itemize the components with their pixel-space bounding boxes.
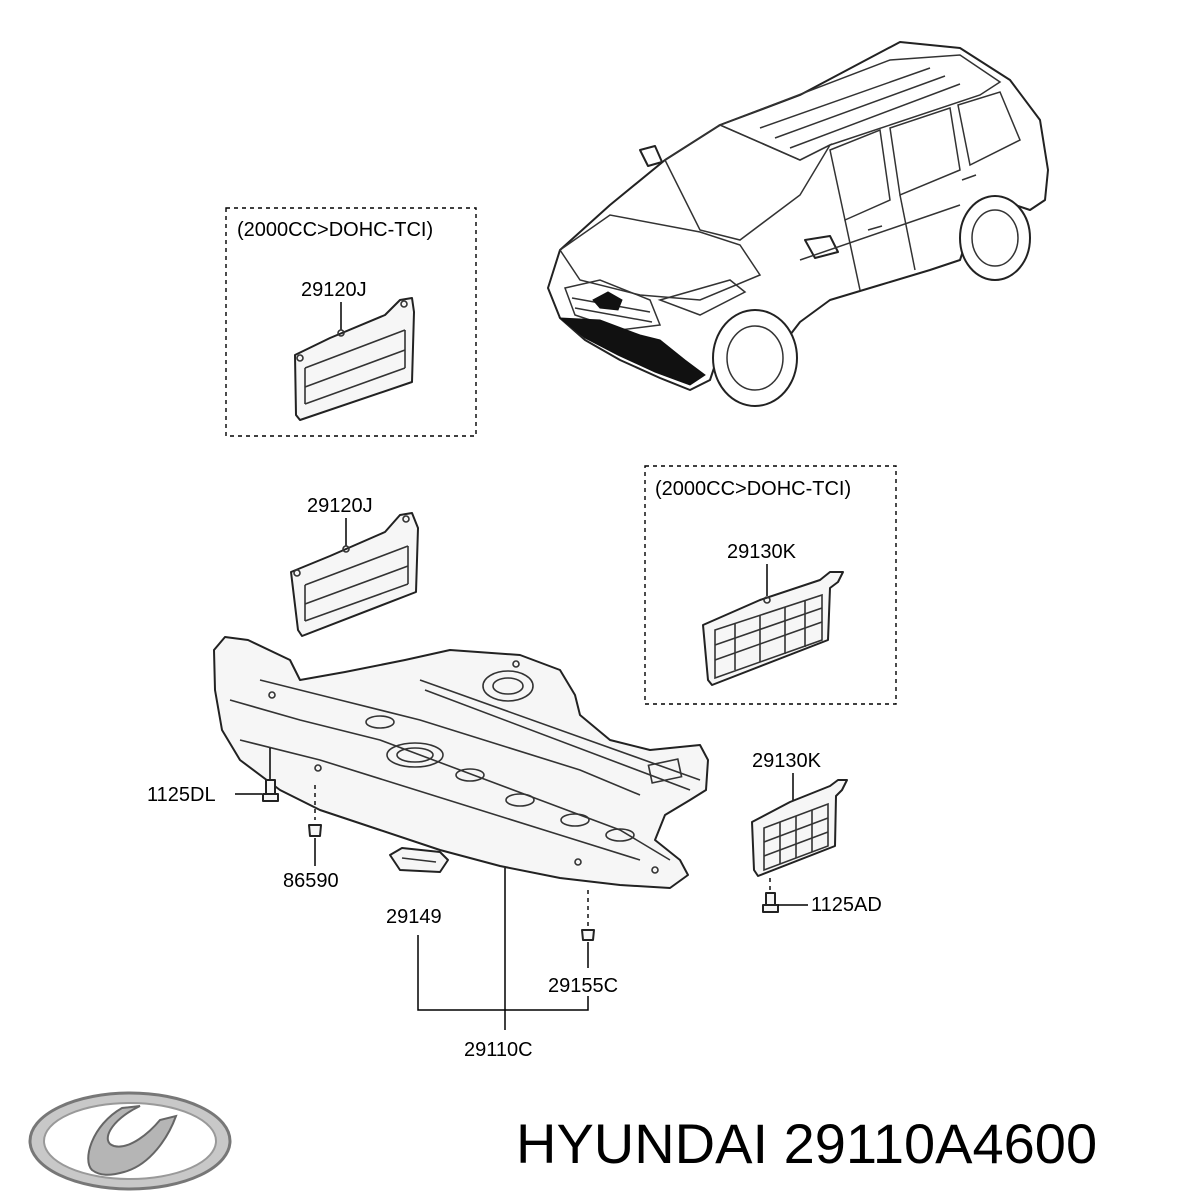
part-label-29130k[interactable]: 29130K <box>752 750 822 772</box>
part-label-1125dl[interactable]: 1125DL <box>147 784 216 806</box>
part-29155c-clip: 29155C <box>548 890 618 997</box>
part-29130k-variant-shape <box>702 571 844 686</box>
part-label-29120j-variant[interactable]: 29120J <box>301 279 367 301</box>
part-label-29110c[interactable]: 29110C <box>464 1039 533 1061</box>
product-title: HYUNDAI 29110A4600 <box>516 1112 1097 1175</box>
part-label-86590[interactable]: 86590 <box>283 870 339 892</box>
hyundai-logo-icon <box>28 1091 232 1191</box>
part-1125ad-bolt: 1125AD <box>762 878 882 916</box>
vehicle-illustration <box>547 41 1049 407</box>
part-label-29130k-variant[interactable]: 29130K <box>727 541 797 563</box>
part-86590-clip: 86590 <box>283 785 339 892</box>
engine-variant-note: (2000CC>DOHC-TCI) <box>655 478 851 500</box>
part-label-29120j[interactable]: 29120J <box>307 495 373 517</box>
part-29120j-variant-shape <box>294 297 415 421</box>
part-29110c-under-cover <box>213 636 709 889</box>
part-label-29155c[interactable]: 29155C <box>548 975 618 997</box>
variant-box-2: (2000CC>DOHC-TCI) 29130K <box>644 465 897 705</box>
part-label-29149[interactable]: 29149 <box>386 906 442 928</box>
part-29149-bracket: 29149 <box>386 847 449 928</box>
part-1125dl-bolt: 1125DL <box>147 748 279 806</box>
part-29120j: 29120J <box>290 495 419 637</box>
engine-variant-note: (2000CC>DOHC-TCI) <box>237 219 433 241</box>
variant-box-1: (2000CC>DOHC-TCI) 29120J <box>225 207 477 437</box>
part-label-1125ad[interactable]: 1125AD <box>811 894 882 916</box>
part-29130k: 29130K <box>751 750 848 877</box>
